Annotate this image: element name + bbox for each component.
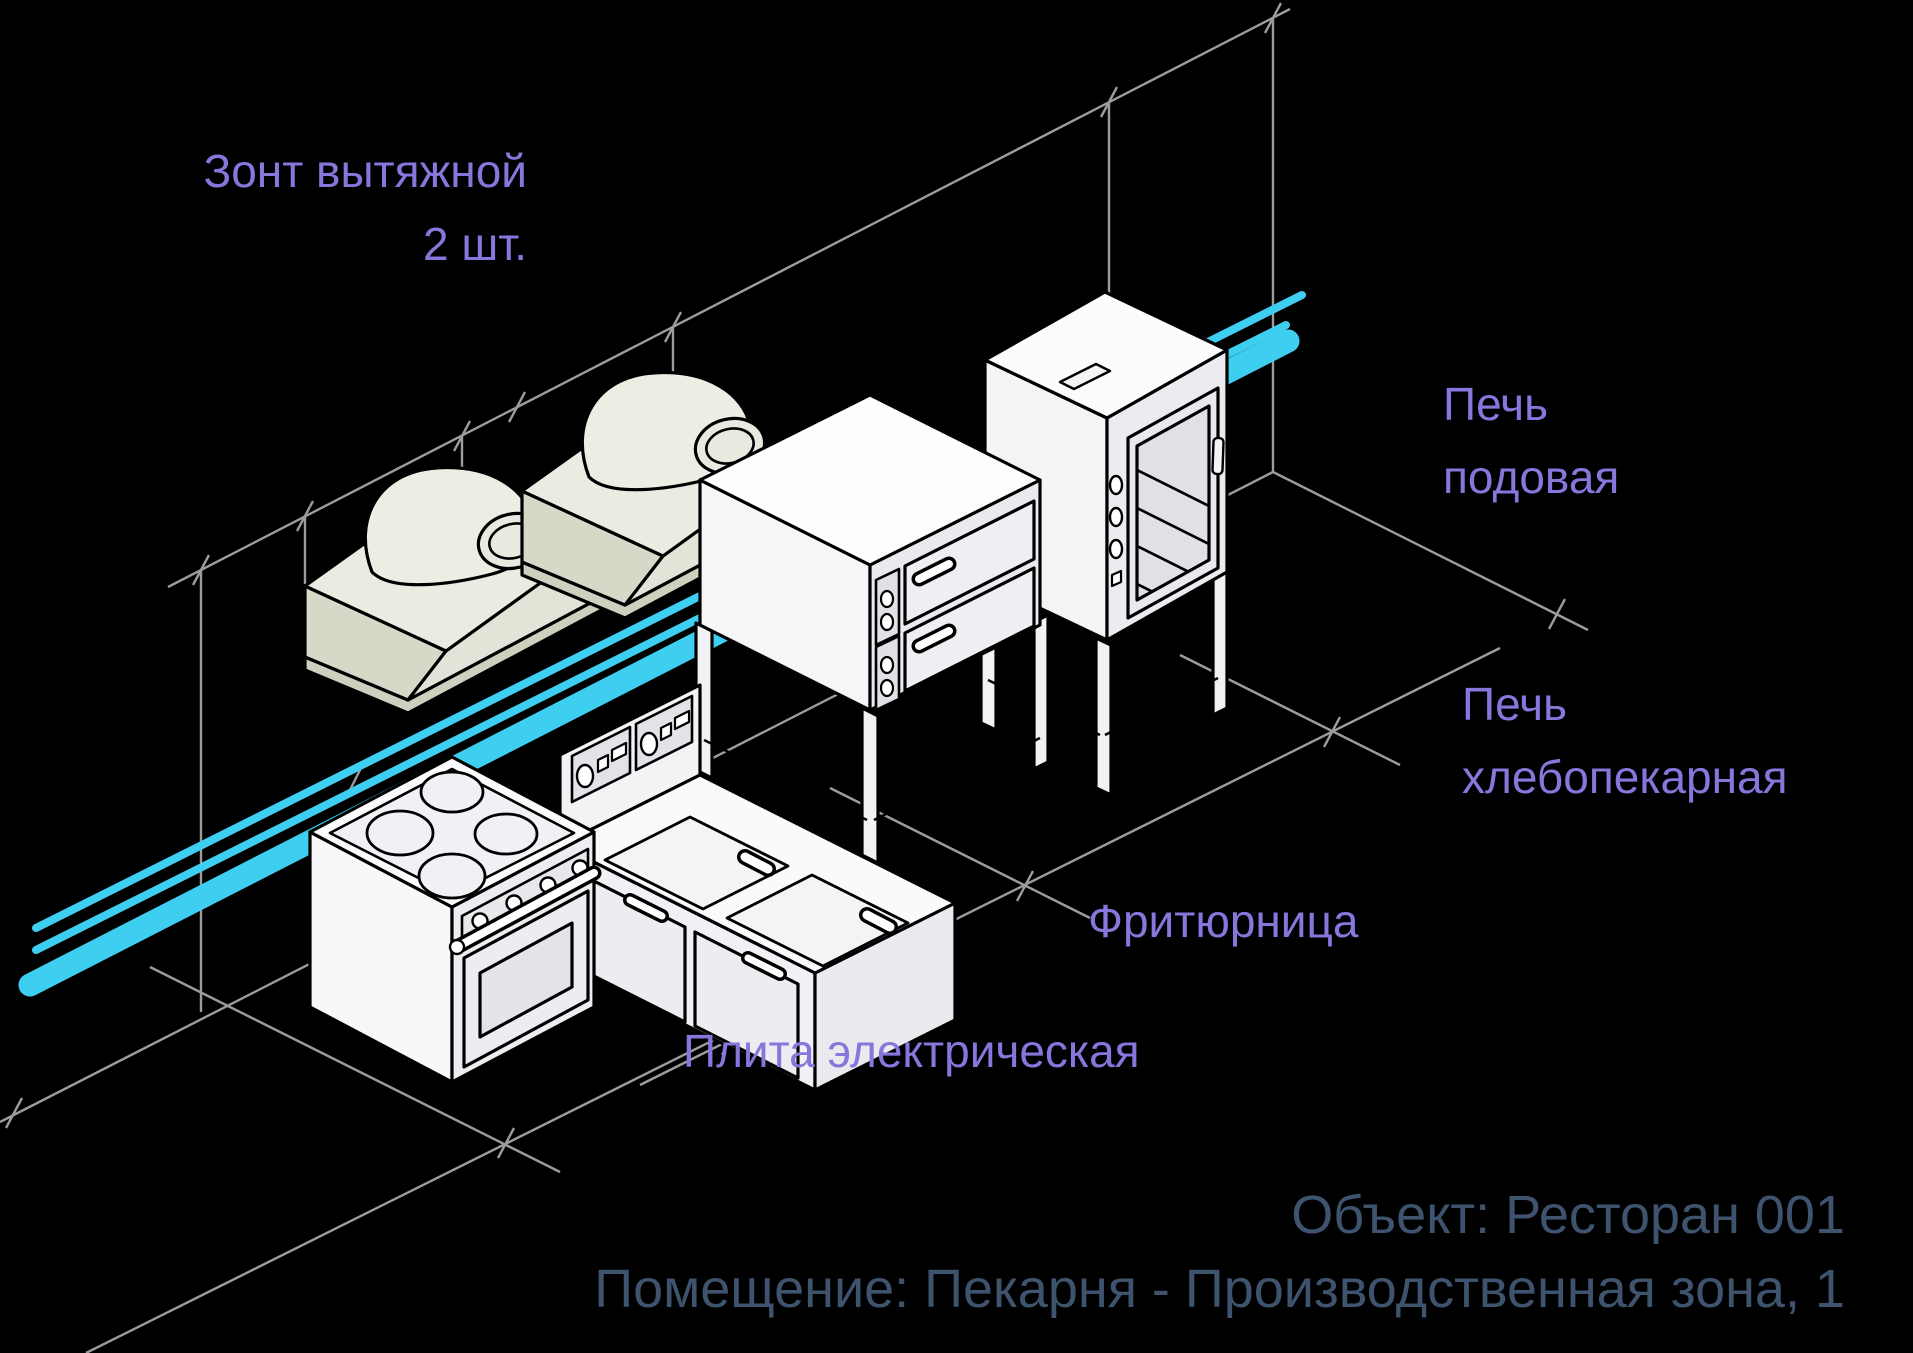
top-dimension-line	[167, 7, 1291, 589]
label-deck-oven: Печь подовая	[1443, 368, 1619, 514]
stove-drawing	[308, 755, 602, 1084]
right-wall-base-line	[1272, 470, 1589, 632]
label-line: Печь	[1443, 378, 1549, 430]
fryer-drawing	[558, 683, 957, 1092]
control-switch	[1110, 569, 1123, 588]
object-line: Объект: Ресторан 001	[1291, 1185, 1845, 1245]
fryer-lid	[603, 815, 790, 911]
cooktop	[328, 767, 576, 897]
label-fryer: Фритюрница	[1088, 885, 1358, 958]
title-block: Объект: Ресторан 001 Помещение: Пекарня …	[594, 1178, 1845, 1326]
label-line: Печь	[1462, 678, 1568, 730]
door-handle	[1211, 436, 1225, 476]
leg-stretcher	[1104, 676, 1219, 737]
burners	[365, 770, 539, 900]
oven-leg	[1094, 636, 1113, 797]
label-line: Зонт вытяжной	[203, 145, 527, 197]
label-line: Плита электрическая	[683, 1025, 1140, 1077]
depth-line	[149, 965, 561, 1174]
label-stove: Плита электрическая	[683, 1015, 1140, 1088]
control-knob	[1108, 538, 1124, 560]
oven-leg	[860, 706, 880, 865]
control-knob	[1108, 474, 1124, 496]
oven-drawer	[903, 566, 1036, 693]
oven-leg	[1032, 613, 1050, 771]
leg-stretcher	[873, 736, 1041, 822]
fryer-lid	[725, 873, 910, 968]
label-line: хлебопекарная	[1462, 751, 1788, 803]
room-line: Помещение: Пекарня - Производственная зо…	[594, 1259, 1845, 1319]
control-knob	[575, 763, 595, 789]
label-line: 2 шт.	[422, 218, 527, 270]
oven-door-window	[478, 921, 574, 1039]
oven-drawer	[903, 499, 1036, 626]
control-knob	[1108, 506, 1124, 528]
deck-oven-drawing	[694, 393, 1050, 865]
label-exhaust-hood: Зонт вытяжной 2 шт.	[203, 135, 527, 281]
label-line: подовая	[1443, 451, 1620, 503]
oven-leg	[1211, 563, 1229, 717]
label-line: Фритюрница	[1088, 895, 1359, 947]
top-tab	[1058, 362, 1112, 391]
leg-stretcher	[703, 738, 868, 822]
label-bakery-oven: Печь хлебопекарная	[1462, 668, 1788, 814]
control-knob	[639, 731, 659, 757]
